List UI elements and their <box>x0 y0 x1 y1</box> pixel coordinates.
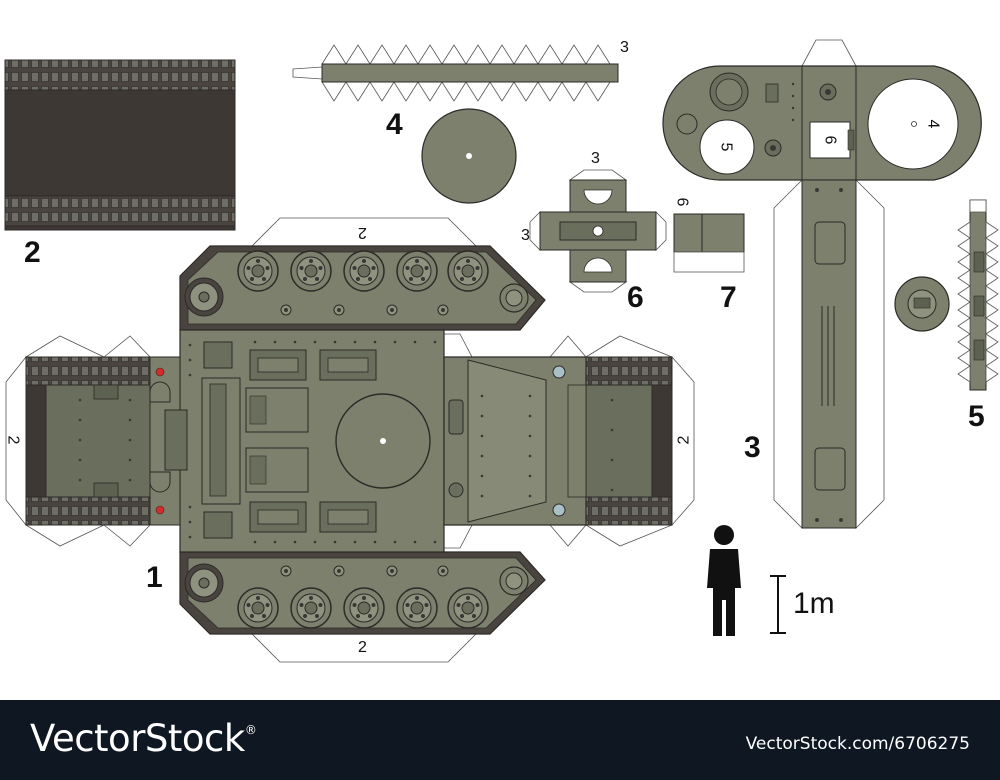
fold-label-mantlet-top: 3 <box>591 150 600 167</box>
fold-label-mantlet-left: 3 <box>521 227 530 244</box>
registered-mark: ® <box>244 723 257 737</box>
part-number-gun: 4 <box>386 108 403 141</box>
hatch-strip-part <box>957 199 999 391</box>
mantlet-part <box>529 169 667 293</box>
gun-barrel-part <box>292 44 619 102</box>
turret-part <box>662 39 982 529</box>
part-number-turret: 3 <box>744 431 761 464</box>
fold-label-turret-large-hole: 4 <box>924 119 942 129</box>
scale-bar <box>770 575 786 634</box>
paper-model-sheet: 1 2 3 4 5 6 7 2 2 2 2 3 3 3 6 4 5 6 1m <box>4 39 999 663</box>
fold-label-block: 6 <box>673 197 691 207</box>
image-credit: VectorStock.com/6706275 <box>745 734 970 754</box>
part-number-mantlet: 6 <box>627 281 644 314</box>
brand-logo: VectorStock® <box>30 717 257 760</box>
fold-label-bottom-flap: 2 <box>358 639 367 656</box>
fold-label-left-flap: 2 <box>4 435 22 445</box>
fold-label-right-flap: 2 <box>675 435 693 445</box>
part-number-body: 1 <box>146 561 163 594</box>
brand-name: VectorStock <box>30 717 245 760</box>
fold-label-barrel: 3 <box>620 39 629 56</box>
tank-paper-model-artwork <box>4 39 999 663</box>
part-number-block: 7 <box>720 281 737 314</box>
gun-base-disc <box>421 108 517 204</box>
hull-part <box>5 217 695 663</box>
fold-label-turret-small-hole: 5 <box>717 142 735 152</box>
hatch-disc-part <box>894 276 950 332</box>
fold-label-top-flap: 2 <box>358 224 367 241</box>
part-number-hatch: 5 <box>968 400 985 433</box>
block-part <box>673 213 745 273</box>
track-strip-part <box>4 59 236 231</box>
part-number-track: 2 <box>24 236 41 269</box>
scale-label: 1m <box>793 587 835 620</box>
fold-label-turret-slot: 6 <box>821 135 839 145</box>
human-figure-icon <box>707 525 741 636</box>
watermark-footer: VectorStock® VectorStock.com/6706275 <box>0 700 1000 780</box>
